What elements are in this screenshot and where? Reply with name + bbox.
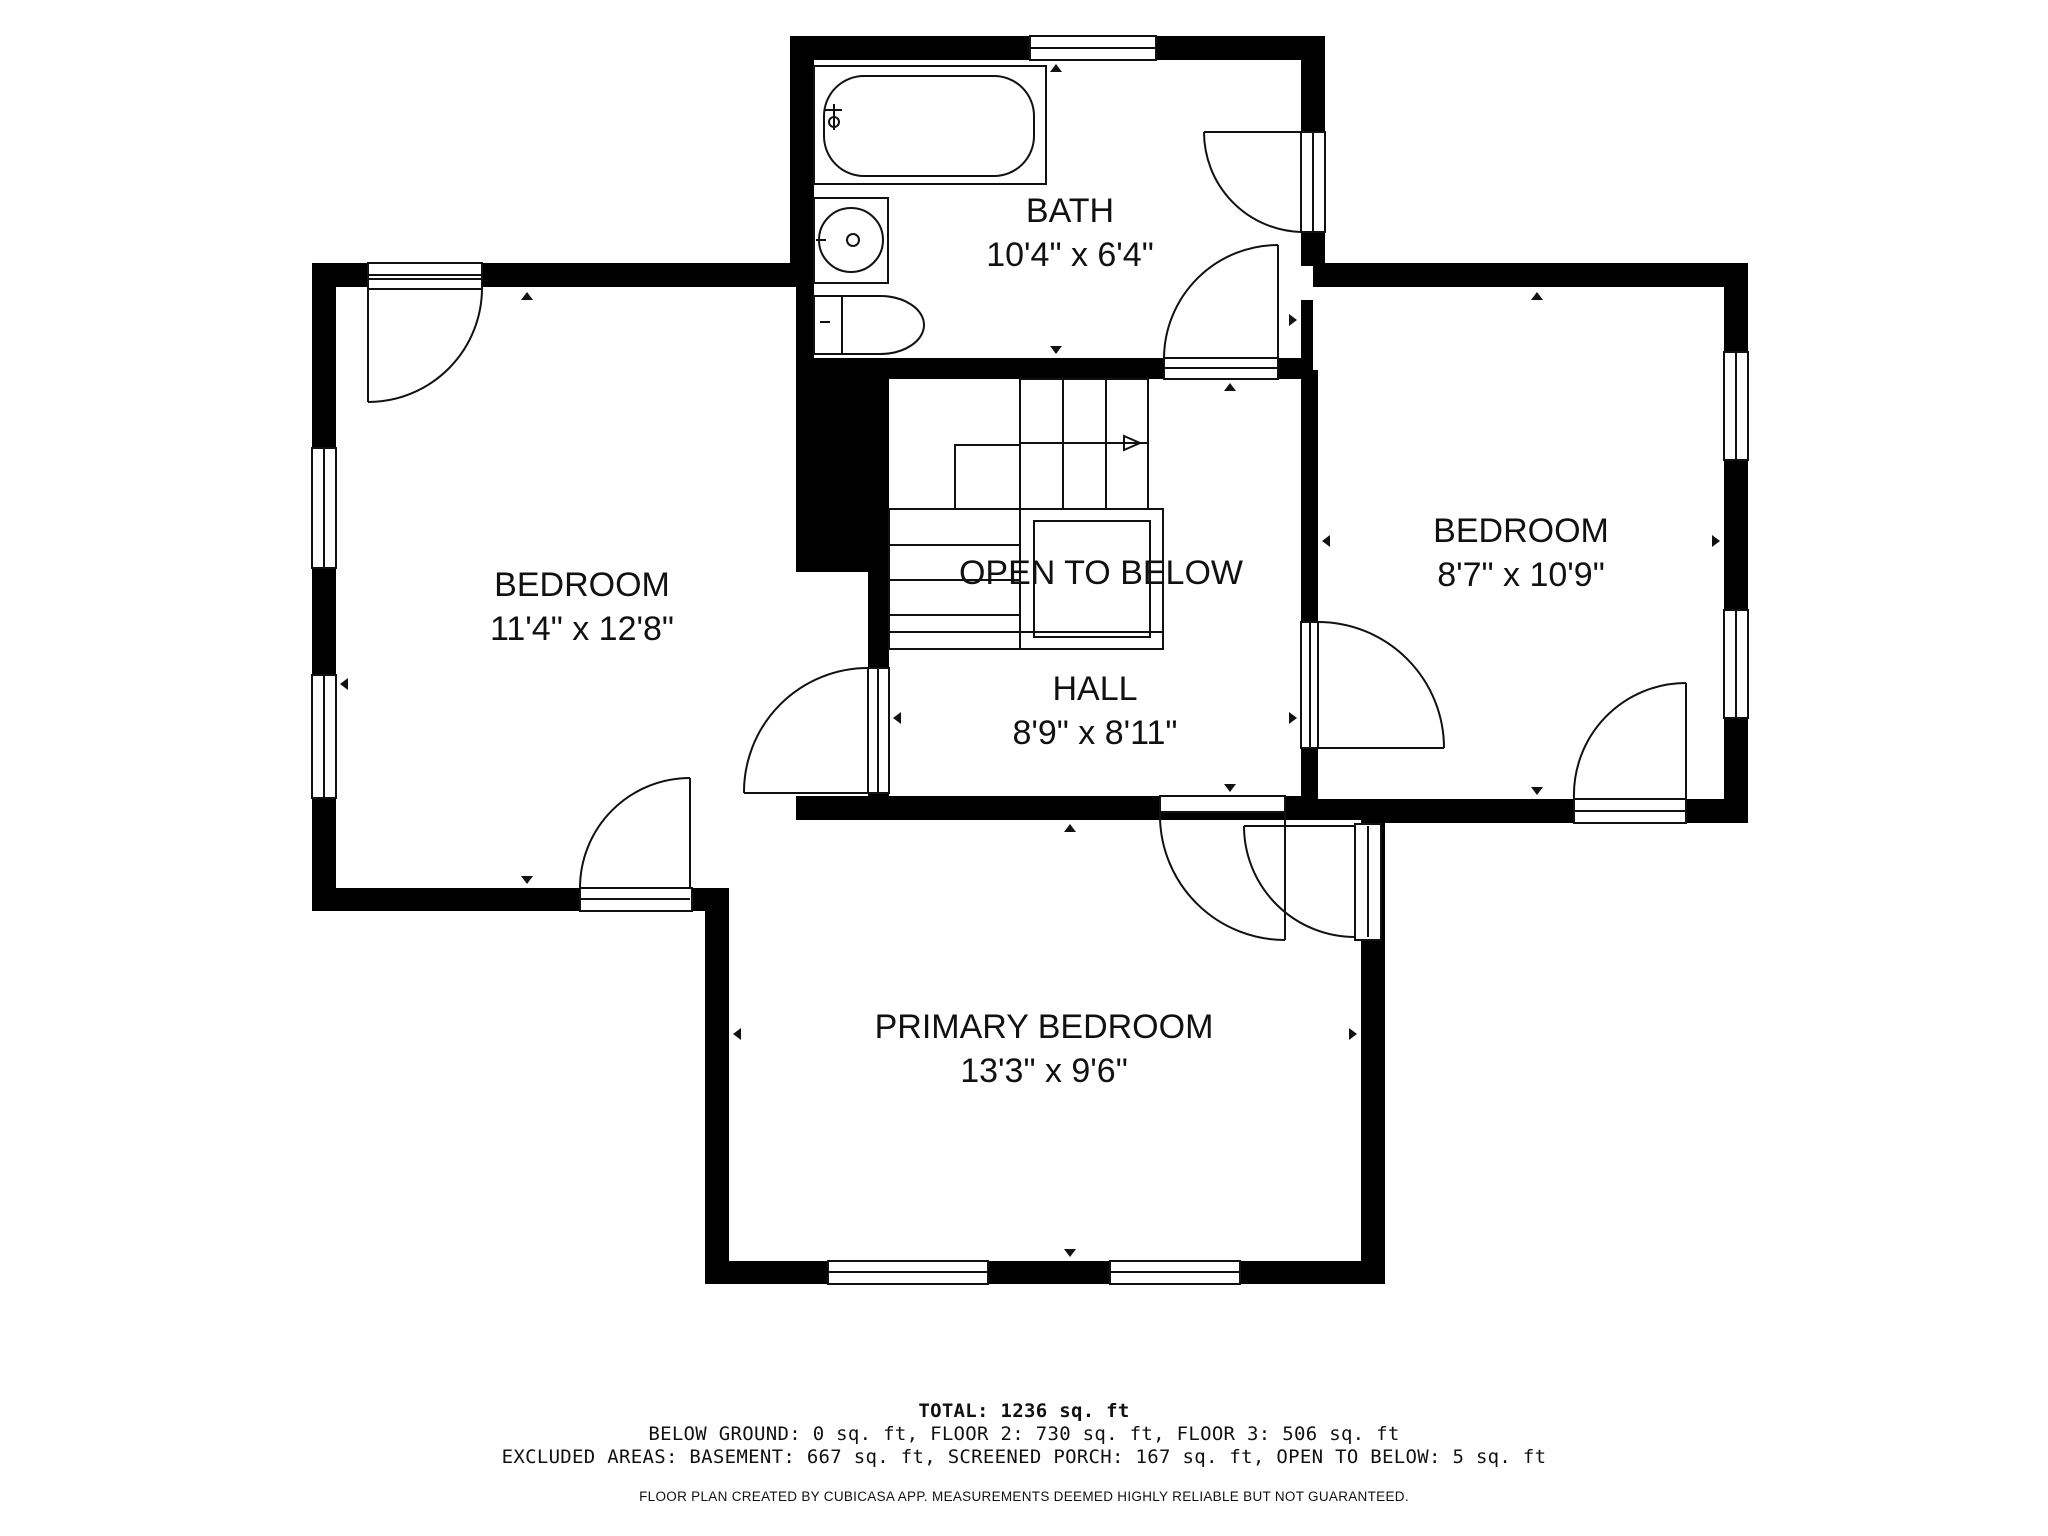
wall-right-bedroom-right (1724, 263, 1748, 823)
door-left-bedroom-hall (742, 667, 890, 794)
bath-dims: 10'4" x 6'4" (986, 236, 1154, 274)
window-right-bedroom-east-1 (1723, 351, 1749, 461)
primary-bedroom-name: PRIMARY BEDROOM (875, 1008, 1214, 1046)
wall-primary-bottom (705, 1261, 1385, 1284)
sink (813, 197, 889, 284)
disclaimer: FLOOR PLAN CREATED BY CUBICASA APP. MEAS… (639, 1489, 1409, 1504)
wall-bath-right-lower (1301, 300, 1313, 378)
toilet (813, 295, 925, 355)
door-right-bedroom-hall (1300, 621, 1445, 749)
hall-name: HALL (1052, 670, 1137, 708)
door-right-bedroom-closet (1572, 682, 1687, 824)
wall-right-bedroom-top (1313, 263, 1748, 287)
floor-left-bedroom (336, 287, 796, 888)
floor-areas: BELOW GROUND: 0 sq. ft, FLOOR 2: 730 sq.… (648, 1423, 1400, 1445)
open-to-below-area (1033, 520, 1151, 638)
bath-name: BATH (1026, 192, 1114, 230)
door-bath-entry (1163, 244, 1279, 380)
window-bath-top (1029, 35, 1157, 61)
window-bath-right (1300, 131, 1326, 233)
total-area: TOTAL: 1236 sq. ft (918, 1400, 1130, 1422)
floor-bath (814, 60, 1301, 358)
excluded-areas: EXCLUDED AREAS: BASEMENT: 667 sq. ft, SC… (501, 1446, 1547, 1468)
open-to-below-label: OPEN TO BELOW (959, 554, 1243, 592)
stairs (888, 378, 1164, 650)
bedroom-left-dims: 11'4" x 12'8" (490, 610, 674, 648)
door-left-bedroom-bottom (579, 777, 693, 912)
bath-fixtures (813, 65, 1047, 355)
door-left-bedroom-closet (367, 278, 484, 403)
wall-solid-block (796, 370, 874, 572)
floor-hall (889, 379, 1301, 796)
bedroom-right-name: BEDROOM (1433, 512, 1609, 550)
door-bath-closet (1203, 131, 1302, 233)
door-primary-entry (1159, 795, 1286, 941)
bedroom-right-dims: 8'7" x 10'9" (1437, 556, 1605, 594)
window-primary-south-2 (1109, 1260, 1241, 1285)
window-right-bedroom-east-2 (1723, 609, 1749, 719)
wall-left-bedroom-left (312, 263, 336, 911)
floor-primary (729, 820, 1361, 1261)
window-left-bedroom-west-2 (311, 674, 337, 799)
window-primary-south-1 (827, 1260, 989, 1285)
stairs-arrow (1123, 434, 1143, 452)
hall-dims: 8'9" x 8'11" (1012, 714, 1177, 752)
bathtub (813, 65, 1047, 185)
floor-right-bedroom (1318, 287, 1724, 799)
doors (367, 131, 1687, 941)
window-left-bedroom-west-1 (311, 447, 337, 569)
primary-bedroom-dims: 13'3" x 9'6" (960, 1052, 1128, 1090)
room-floors (336, 60, 1724, 1261)
dimension-ticks (340, 64, 1720, 1257)
room-labels: BATH 10'4" x 6'4" BEDROOM 11'4" x 12'8" … (490, 192, 1609, 1090)
bedroom-left-name: BEDROOM (494, 566, 670, 604)
windows (311, 35, 1749, 1285)
door-primary-closet (1243, 823, 1382, 941)
